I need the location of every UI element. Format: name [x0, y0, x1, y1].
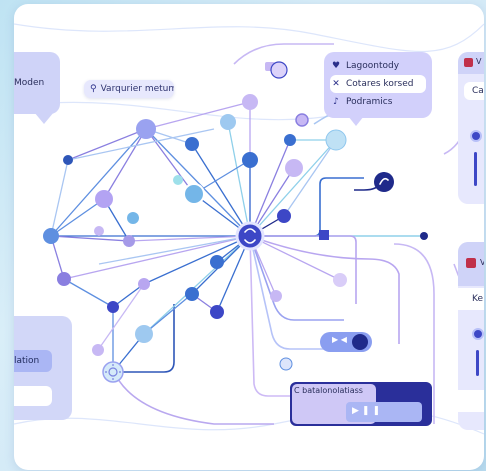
left-panel: Moden [14, 52, 60, 114]
scroll-indicator[interactable] [476, 350, 479, 376]
node [57, 272, 71, 286]
right-panel-bottom-field-text: Ke [472, 294, 483, 304]
left-panel-tail [34, 112, 54, 124]
bottom-control-label: ▶ ◀ [332, 335, 347, 344]
link-icon [379, 177, 389, 185]
node [107, 301, 119, 313]
menu-item[interactable]: ✕ Cotares korsed [330, 75, 426, 93]
node [242, 152, 258, 168]
right-panel-top: V Ca [458, 52, 484, 204]
popup-menu: ♥ Lagoontody ✕ Cotares korsed ♪ Podramic… [324, 52, 432, 118]
list-line [458, 390, 484, 412]
node [242, 94, 258, 110]
bottom-bar-text: C batalonolatiass [294, 386, 363, 395]
search-field[interactable]: ⚲ Varqurier metuma [84, 80, 174, 98]
node [285, 159, 303, 177]
left-bottom-panel: lation [14, 316, 72, 420]
right-panel-top-field[interactable]: Ca [464, 82, 484, 100]
node [235, 221, 265, 251]
node [420, 232, 428, 240]
node [295, 113, 309, 127]
right-panel-top-header: V [458, 52, 484, 74]
radio-icon[interactable] [470, 130, 482, 142]
node [183, 183, 205, 205]
node [279, 357, 293, 371]
node [127, 212, 139, 224]
right-panel-bottom: V Ke [458, 242, 484, 430]
menu-item[interactable]: ♪ Podramics [330, 93, 426, 111]
node [325, 129, 347, 151]
app-icon [466, 258, 476, 268]
music-icon: ♪ [333, 97, 339, 107]
menu-item-label: Lagoontody [346, 61, 400, 71]
network-graph [14, 23, 484, 435]
left-bottom-label: lation [14, 356, 40, 366]
node [210, 305, 224, 319]
node [92, 344, 104, 356]
bottom-control-shape [320, 332, 372, 352]
node [185, 287, 199, 301]
scroll-indicator[interactable] [474, 152, 477, 186]
node [95, 190, 113, 208]
bottom-bar-shape [290, 382, 432, 426]
menu-item-label: Podramics [346, 97, 393, 107]
bottom-bar-actions[interactable]: ▶❚❚ [352, 406, 383, 416]
node [102, 361, 124, 383]
right-panel-bottom-field[interactable]: Ke [458, 288, 484, 310]
search-icon: ⚲ [90, 84, 97, 94]
node [123, 235, 135, 247]
right-panel-bottom-title: V [480, 258, 484, 267]
node [270, 61, 288, 79]
menu-item-label: Cotares korsed [346, 79, 414, 89]
right-panel-bottom-header: V [458, 242, 484, 286]
node [94, 226, 104, 236]
close-icon: ✕ [332, 79, 340, 89]
gear-icon [105, 364, 121, 380]
bottom-control[interactable]: ▶ ◀ [332, 335, 347, 344]
pause-icon[interactable]: ❚❚ [361, 406, 384, 416]
left-bottom-field[interactable]: lation [14, 350, 52, 372]
node [135, 325, 153, 343]
link-icon [244, 228, 256, 244]
right-panel-top-title: V [476, 57, 482, 66]
radio-icon[interactable] [472, 328, 484, 340]
right-panel-top-field-text: Ca [472, 86, 484, 96]
node [210, 255, 224, 269]
node [173, 175, 183, 185]
popup-menu-tail [348, 116, 364, 126]
left-bottom-field-2[interactable] [14, 386, 52, 406]
menu-item[interactable]: ♥ Lagoontody [330, 57, 426, 75]
node [270, 290, 282, 302]
left-panel-label: Moden [14, 78, 45, 88]
node [333, 273, 347, 287]
play-icon[interactable]: ▶ [352, 406, 362, 416]
node [43, 228, 59, 244]
graph-nodes [43, 61, 428, 383]
node [63, 155, 73, 165]
node [319, 230, 329, 240]
bottom-bar[interactable]: C batalonolatiass [294, 386, 384, 402]
node [136, 119, 156, 139]
node [185, 137, 199, 151]
node [277, 209, 291, 223]
heart-icon: ♥ [331, 61, 341, 71]
node [220, 114, 236, 130]
canvas-card: Moden ⚲ Varqurier metuma ♥ Lagoontody ✕ … [14, 4, 484, 470]
search-text: Varqurier metuma [100, 84, 174, 94]
app-icon [464, 58, 473, 67]
node [138, 278, 150, 290]
node-glyphs [244, 177, 389, 244]
node [284, 134, 296, 146]
node [374, 172, 394, 192]
